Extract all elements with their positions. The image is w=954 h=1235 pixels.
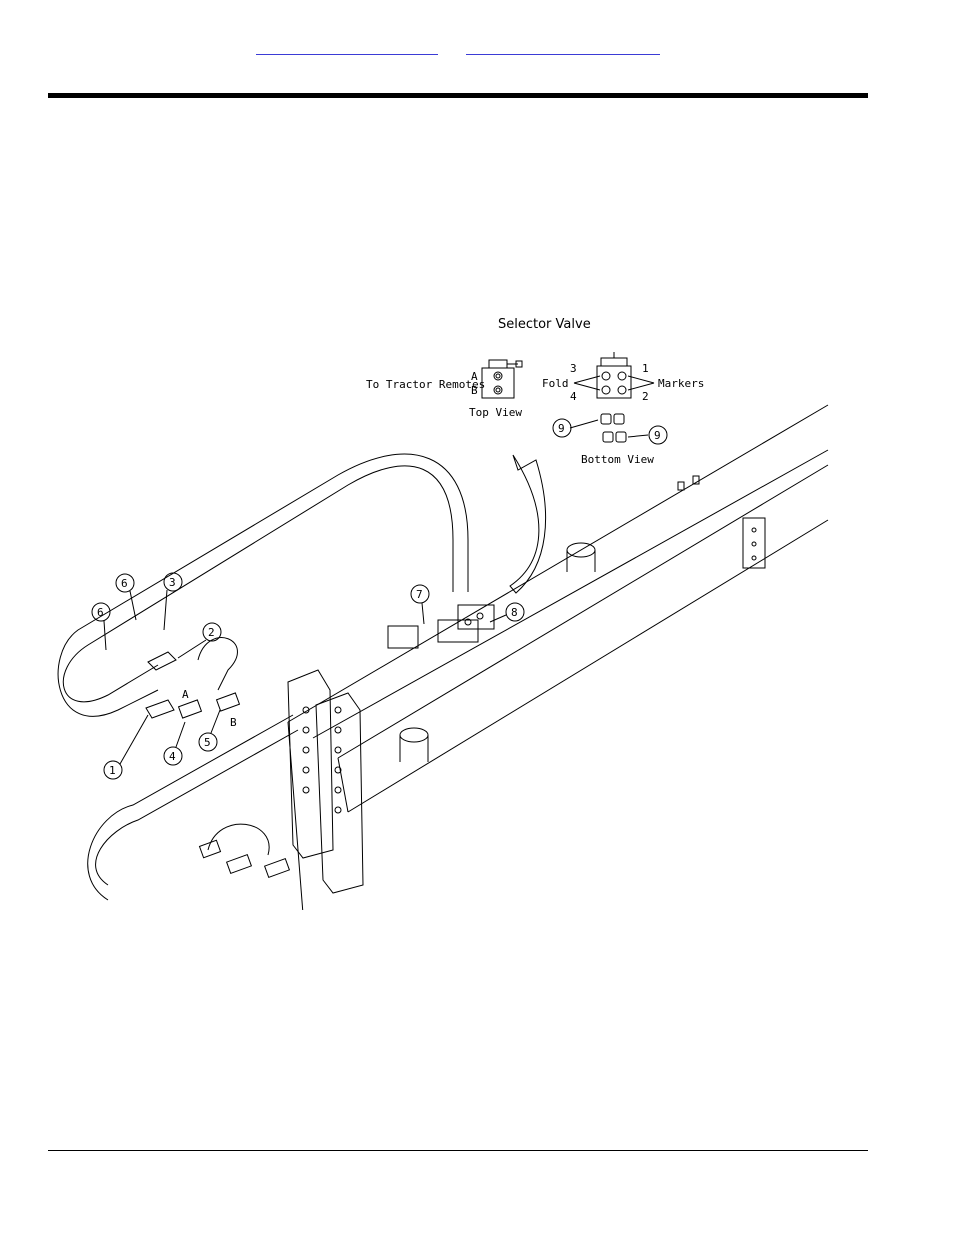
toolbar-frame	[287, 404, 829, 915]
callout-7: 7	[416, 588, 423, 601]
selector-valve-ports	[573, 352, 655, 399]
callout-2: 2	[208, 626, 215, 639]
header-link-1[interactable]	[256, 38, 438, 55]
parts-diagram: Selector Valve To Tractor Remotes A B To…	[48, 310, 838, 915]
callout-6a: 6	[121, 577, 128, 590]
callout-balloons	[91, 418, 668, 780]
callout-8: 8	[511, 606, 518, 619]
header-link-2[interactable]	[466, 38, 660, 55]
footer-rule	[48, 1150, 868, 1151]
callout-1: 1	[109, 764, 116, 777]
selector-valve-title: Selector Valve	[498, 317, 591, 332]
header-rule	[48, 93, 868, 98]
markers-label: Markers	[658, 377, 704, 390]
port-a-label: A	[471, 370, 478, 383]
bottom-view-fittings	[569, 413, 649, 443]
top-view-label: Top View	[469, 406, 522, 419]
hose-couplers	[177, 692, 291, 879]
callout-5: 5	[204, 736, 211, 749]
callout-6b: 6	[97, 606, 104, 619]
hydraulic-hoses	[57, 453, 469, 901]
callout-9a: 9	[558, 422, 565, 435]
port-2-label: 2	[642, 390, 649, 403]
fold-label: Fold	[542, 377, 569, 390]
bottom-view-label: Bottom View	[581, 453, 654, 466]
hose-a-label: A	[182, 688, 189, 701]
callout-3: 3	[169, 576, 176, 589]
port-3-label: 3	[570, 362, 577, 375]
top-view-valve	[481, 359, 523, 399]
detail-arrow	[509, 454, 547, 594]
port-4-label: 4	[570, 390, 577, 403]
port-b-label: B	[471, 384, 478, 397]
port-1-label: 1	[642, 362, 649, 375]
tractor-remotes-label: To Tractor Remotes	[366, 378, 485, 391]
callout-9b: 9	[654, 429, 661, 442]
callout-4: 4	[169, 750, 176, 763]
hose-b-label: B	[230, 716, 237, 729]
